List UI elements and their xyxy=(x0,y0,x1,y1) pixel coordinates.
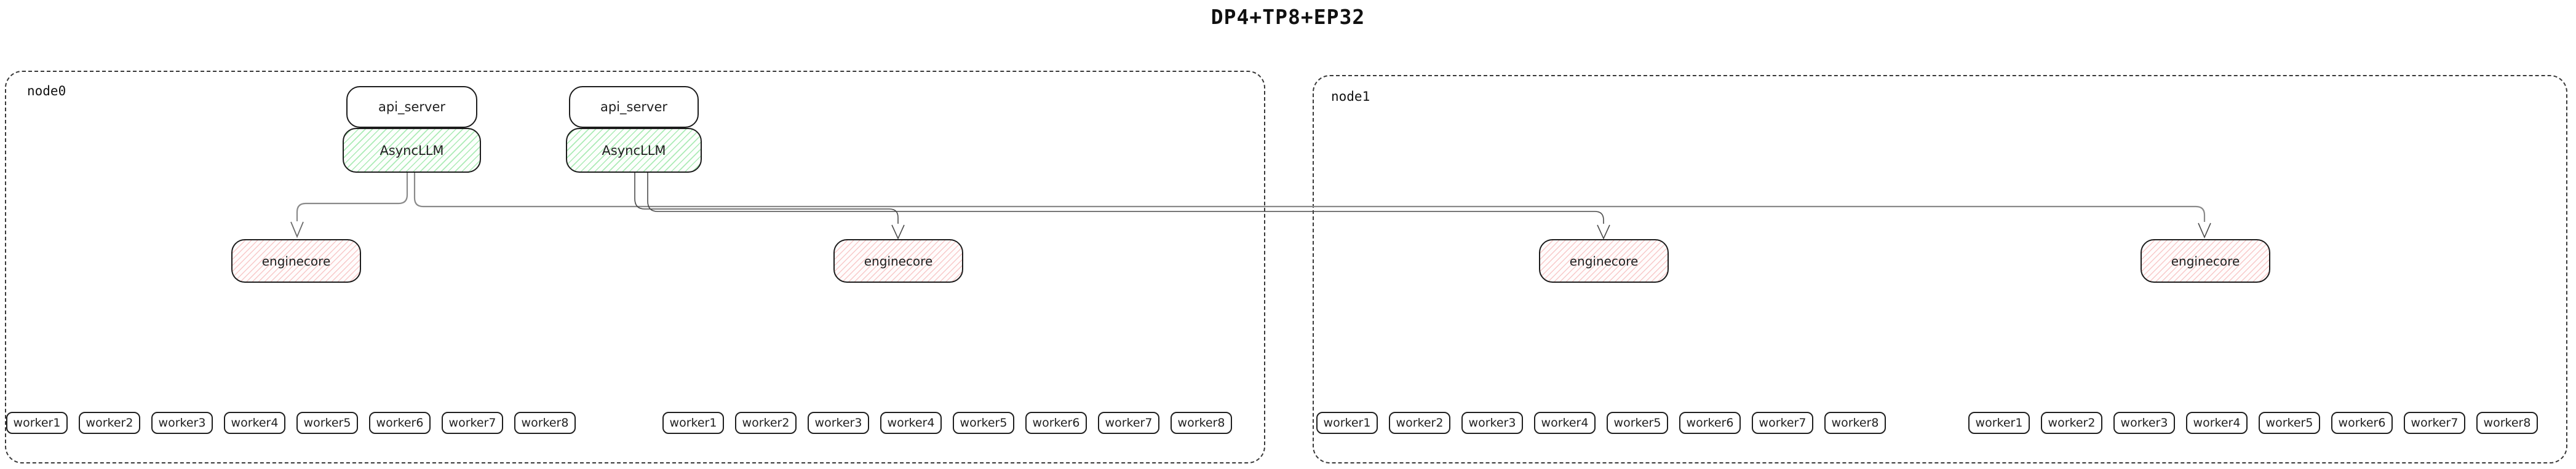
node0-container xyxy=(5,71,1265,463)
worker-group-node0-b: worker1 worker2 worker3 worker4 worker5 worke… xyxy=(662,412,1232,434)
worker-box: worker3 xyxy=(151,412,213,434)
worker-box: worker3 xyxy=(1461,412,1523,434)
api-server-box-1: api_server xyxy=(346,86,477,128)
worker-box: worker1 xyxy=(662,412,724,434)
worker-box: worker6 xyxy=(2331,412,2393,434)
worker-box: worker8 xyxy=(1171,412,1232,434)
worker-box: worker5 xyxy=(1607,412,1668,434)
worker-box: worker3 xyxy=(808,412,869,434)
worker-box: worker2 xyxy=(1389,412,1450,434)
worker-box: worker4 xyxy=(880,412,942,434)
worker-box: worker2 xyxy=(2041,412,2102,434)
worker-box: worker7 xyxy=(442,412,503,434)
worker-box: worker7 xyxy=(1098,412,1159,434)
enginecore-box-1: enginecore xyxy=(231,239,361,283)
api-server-box-2: api_server xyxy=(569,86,699,128)
worker-box: worker4 xyxy=(1534,412,1596,434)
worker-box: worker2 xyxy=(735,412,797,434)
worker-group-node0-a: worker1 worker2 worker3 worker4 worker5 worke… xyxy=(6,412,576,434)
worker-box: worker6 xyxy=(1679,412,1741,434)
enginecore-box-4: enginecore xyxy=(2141,239,2270,283)
node1-label: node1 xyxy=(1331,89,1370,104)
worker-box: worker5 xyxy=(296,412,358,434)
worker-box: worker4 xyxy=(2186,412,2248,434)
node1-container xyxy=(1313,75,2567,463)
node0-label: node0 xyxy=(27,84,66,98)
worker-box: worker6 xyxy=(1025,412,1087,434)
worker-box: worker1 xyxy=(1968,412,2030,434)
enginecore-box-2: enginecore xyxy=(833,239,963,283)
worker-box: worker1 xyxy=(1316,412,1378,434)
enginecore-box-3: enginecore xyxy=(1539,239,1669,283)
worker-box: worker3 xyxy=(2113,412,2175,434)
worker-box: worker8 xyxy=(1824,412,1886,434)
worker-box: worker5 xyxy=(953,412,1014,434)
worker-box: worker8 xyxy=(2476,412,2538,434)
worker-box: worker4 xyxy=(224,412,285,434)
diagram-title: DP4+TP8+EP32 xyxy=(1210,5,1366,29)
worker-box: worker7 xyxy=(1752,412,1813,434)
worker-group-node1-b: worker1 worker2 worker3 worker4 worker5 worke… xyxy=(1968,412,2538,434)
worker-box: worker7 xyxy=(2404,412,2465,434)
worker-box: worker2 xyxy=(79,412,140,434)
asyncllm-box-2: AsyncLLM xyxy=(566,128,702,173)
worker-group-node1-a: worker1 worker2 worker3 worker4 worker5 worke… xyxy=(1316,412,1886,434)
worker-box: worker5 xyxy=(2259,412,2320,434)
asyncllm-box-1: AsyncLLM xyxy=(343,128,481,173)
worker-box: worker8 xyxy=(514,412,576,434)
worker-box: worker6 xyxy=(369,412,431,434)
worker-box: worker1 xyxy=(6,412,68,434)
